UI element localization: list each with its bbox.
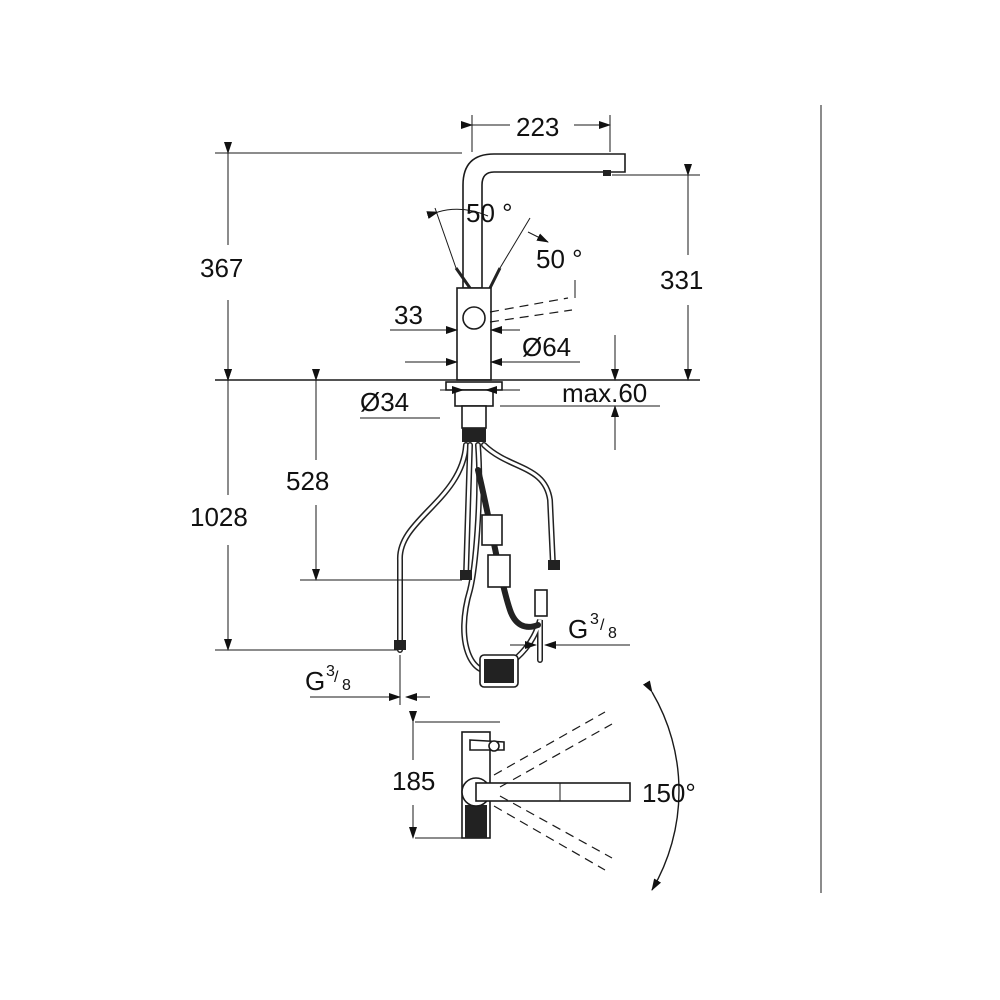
lever-right xyxy=(488,267,502,289)
faucet-body xyxy=(456,287,492,381)
label-lever-angle-right: 50 ° xyxy=(536,244,583,274)
label-connection-right: G 3 / 8 xyxy=(568,611,617,644)
dimension-labels: 223 367 331 50 ° 50 ° 33 Ø64 Ø34 max.60 … xyxy=(190,112,703,808)
label-spout-height: 331 xyxy=(660,265,703,295)
label-swivel-angle: 150° xyxy=(642,778,696,808)
label-hole-diameter: Ø34 xyxy=(360,387,409,417)
check-valve-lower xyxy=(487,554,511,588)
label-lever-offset: 33 xyxy=(394,300,423,330)
supply-hoses xyxy=(394,442,560,688)
svg-text:8: 8 xyxy=(342,677,351,694)
threaded-shank xyxy=(462,428,486,442)
svg-text:3: 3 xyxy=(326,663,335,680)
label-hand-clearance: 185 xyxy=(392,766,435,796)
check-valve-upper xyxy=(481,514,503,546)
tee-valve xyxy=(534,589,548,617)
label-lever-angle-left: 50 ° xyxy=(466,198,513,228)
label-spout-reach: 223 xyxy=(516,112,559,142)
svg-text:G: G xyxy=(305,666,325,696)
label-hose-length: 1028 xyxy=(190,502,248,532)
top-spout xyxy=(475,782,631,802)
fitting-mid xyxy=(460,570,472,580)
svg-text:/: / xyxy=(600,617,605,634)
fitting-left xyxy=(394,640,406,650)
svg-text:/: / xyxy=(334,669,339,686)
svg-text:G: G xyxy=(568,614,588,644)
hose-check-valve xyxy=(475,467,541,630)
faucet-top-view xyxy=(415,680,680,891)
svg-text:3: 3 xyxy=(590,611,599,628)
label-body-diameter: Ø64 xyxy=(522,332,571,362)
svg-text:8: 8 xyxy=(608,625,617,642)
swivel-arc xyxy=(642,680,680,891)
fitting-right xyxy=(548,560,560,570)
mounting-flange xyxy=(445,381,503,391)
label-connection-length: 528 xyxy=(286,466,329,496)
label-connection-left: G 3 / 8 xyxy=(305,663,351,696)
faucet-side-view xyxy=(215,153,700,442)
label-max-thickness: max.60 xyxy=(562,378,647,408)
dimension-lines xyxy=(215,115,700,839)
spout-outlet xyxy=(603,170,611,176)
spout xyxy=(462,153,626,289)
lever-center xyxy=(454,267,472,289)
label-total-height: 367 xyxy=(200,253,243,283)
lever-pivot xyxy=(462,306,486,330)
